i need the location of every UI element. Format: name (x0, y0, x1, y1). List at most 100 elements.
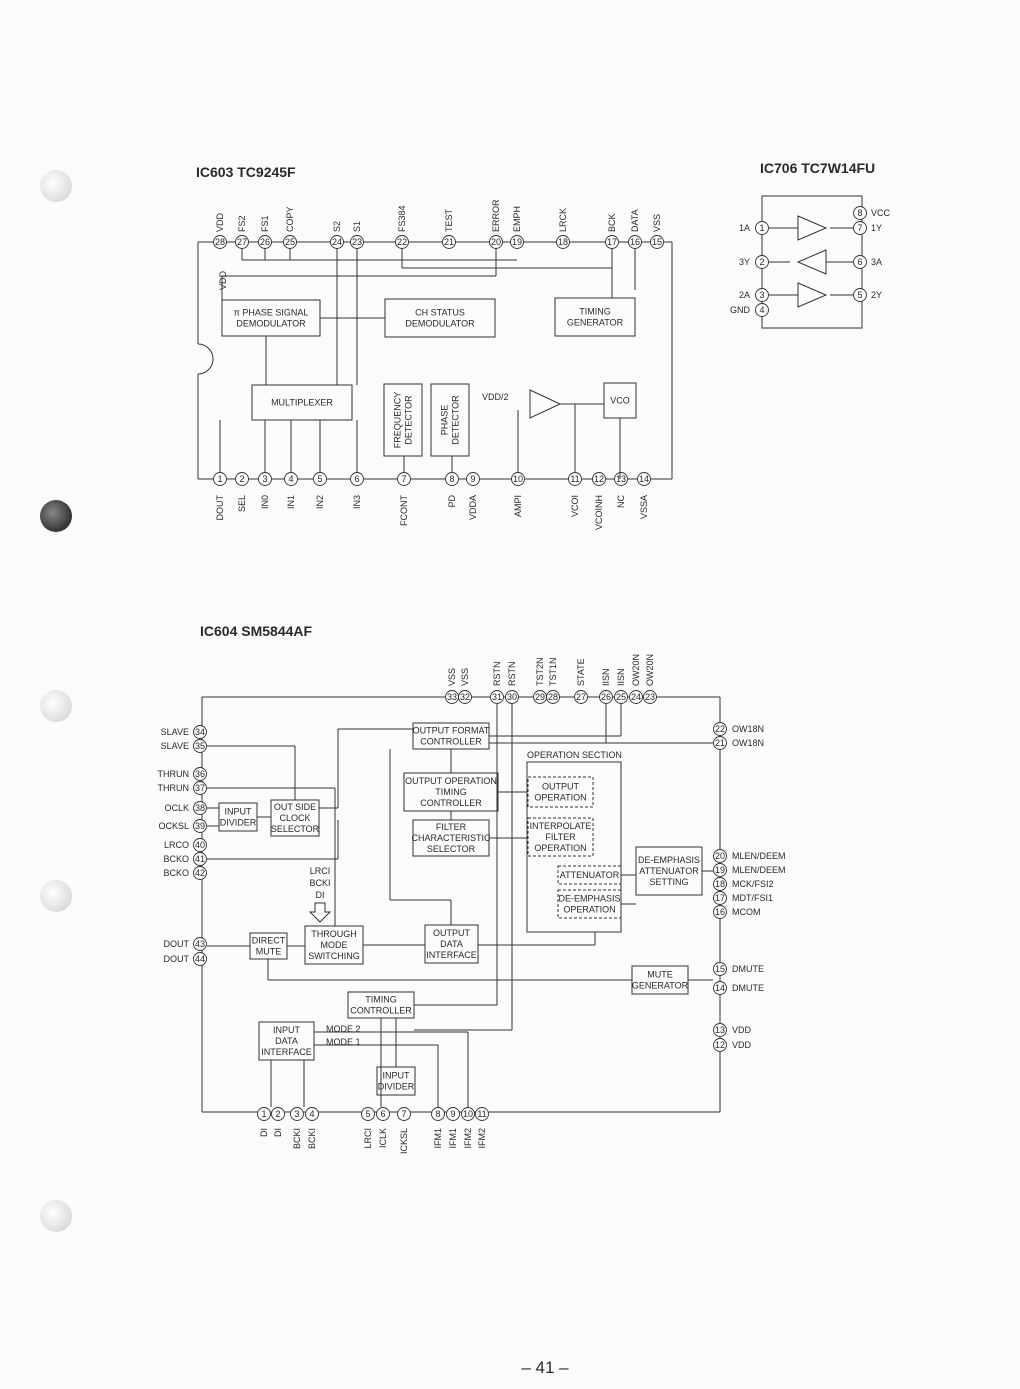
ic604-left-pin-label: SLAVE (161, 727, 189, 737)
ic603-bottom-pin-label: IN1 (286, 495, 296, 509)
pin-number: 19 (512, 237, 522, 247)
timing-controller-label: CONTROLLER (350, 1006, 412, 1016)
ic603-bottom-pin-label: SEL (237, 495, 247, 512)
pin-number: 44 (195, 954, 205, 964)
ic603-top-pin-label: DATA (630, 209, 640, 232)
ic603-top-pin-label: TEST (444, 208, 454, 232)
out-side-clock-selector-label: OUT SIDE (274, 802, 316, 812)
pin-number: 10 (513, 474, 523, 484)
page-number: – 41 – (521, 1358, 569, 1377)
pin-number: 21 (444, 237, 454, 247)
ic604-bottom-pin-label: LRCI (363, 1128, 373, 1149)
pin-number: 34 (195, 727, 205, 737)
ic603-bottom-pin-label: VDDA (468, 495, 478, 520)
ic604-bottom-pin-label: IFM1 (433, 1128, 443, 1149)
ic604-left-pin-label: THRUN (158, 769, 190, 779)
pin-number: 20 (491, 237, 501, 247)
ic706-left-pin-label: GND (730, 305, 751, 315)
pin-circle (442, 235, 456, 249)
input-divider-top-label: INPUT (225, 807, 253, 817)
timing-generator-label: TIMING (579, 307, 611, 317)
de-emphasis-attenuator-setting-label: ATTENUATOR (639, 866, 699, 876)
pin-number: 2 (759, 257, 764, 267)
pin-circle (290, 1107, 304, 1121)
pin-number: 28 (548, 692, 558, 702)
pin-number: 30 (507, 692, 517, 702)
input-divider-top-label: DIVIDER (220, 818, 257, 828)
pin-circle (592, 472, 606, 486)
pin-circle (556, 235, 570, 249)
timing-controller-label: TIMING (365, 995, 397, 1005)
attenuator-label: ATTENUATOR (560, 870, 620, 880)
ic604-right-pin-label: VDD (732, 1040, 752, 1050)
pin-circle (853, 221, 867, 235)
pin-number: 25 (616, 692, 626, 702)
pin-number: 10 (463, 1109, 473, 1119)
frequency-detector-label: DETECTOR (404, 395, 414, 445)
pin-number: 5 (857, 290, 862, 300)
pin-number: 18 (715, 879, 725, 889)
ic603-top-pin-label: EMPH (512, 206, 522, 232)
ic706-left-pin-label: 3Y (739, 257, 750, 267)
pin-circle (193, 952, 207, 966)
ic706-left-pin-label: 1A (739, 223, 750, 233)
ic604-right-pin-label: MCOM (732, 907, 761, 917)
ic603-bottom-pin-label: IN0 (260, 495, 270, 509)
pin-number: 8 (857, 208, 862, 218)
pin-number: 11 (570, 474, 579, 484)
pin-circle (614, 472, 628, 486)
ic603-top-pin-label: FS2 (237, 215, 247, 232)
pin-circle (713, 849, 727, 863)
pin-circle (446, 1107, 460, 1121)
ic604-top-pin-label: VSS (460, 668, 470, 686)
pin-circle (305, 1107, 319, 1121)
pin-number: 32 (460, 692, 470, 702)
pin-circle (713, 1023, 727, 1037)
punch-hole (40, 1200, 72, 1232)
pin-circle (574, 690, 588, 704)
pin-number: 7 (401, 474, 406, 484)
ic604-top-pin-label: TST1N (548, 657, 558, 686)
ic603-top-pin-label: S1 (352, 221, 362, 232)
ic604-left-pin-label: OCKSL (158, 821, 189, 831)
ic604-top-pin-label: OW20N (645, 654, 655, 686)
ic604-bottom-pin-label: IFM1 (448, 1128, 458, 1149)
phase-signal-demodulator-label: π PHASE SIGNAL (234, 308, 309, 318)
through-mode-switching-label: MODE (321, 940, 348, 950)
ic604-right-pin-label: DMUTE (732, 964, 764, 974)
pin-number: 7 (401, 1109, 406, 1119)
ic603-top-pin-label: COPY (285, 206, 295, 232)
pin-circle (461, 1107, 475, 1121)
pin-number: 13 (715, 1025, 725, 1035)
pin-circle (235, 472, 249, 486)
pin-number: 14 (715, 983, 725, 993)
pin-number: 8 (449, 474, 454, 484)
ic603-bottom-pin-label: FCONT (399, 495, 409, 526)
pin-circle (193, 852, 207, 866)
pin-number: 16 (630, 237, 640, 247)
pin-number: 25 (285, 237, 295, 247)
pin-number: 2 (275, 1109, 280, 1119)
pin-number: 6 (380, 1109, 385, 1119)
ic604-right-pin-label: OW18N (732, 724, 764, 734)
pin-number: 15 (715, 964, 725, 974)
pin-number: 1 (759, 223, 764, 233)
pin-number: 29 (535, 692, 545, 702)
pin-circle (637, 472, 651, 486)
pin-circle (713, 962, 727, 976)
pin-circle (510, 235, 524, 249)
ic604-bottom-pin-label: IFM2 (477, 1128, 487, 1149)
timing-generator-label: GENERATOR (567, 318, 624, 328)
pin-number: 6 (354, 474, 359, 484)
pin-number: 24 (631, 692, 641, 702)
pin-circle (193, 725, 207, 739)
pin-number: 7 (857, 223, 862, 233)
output-format-controller-label: CONTROLLER (420, 737, 482, 747)
pin-circle (650, 235, 664, 249)
pin-number: 37 (195, 783, 205, 793)
pin-circle (643, 690, 657, 704)
pin-circle (853, 255, 867, 269)
pin-circle (397, 1107, 411, 1121)
pin-number: 4 (309, 1109, 314, 1119)
pin-circle (458, 690, 472, 704)
